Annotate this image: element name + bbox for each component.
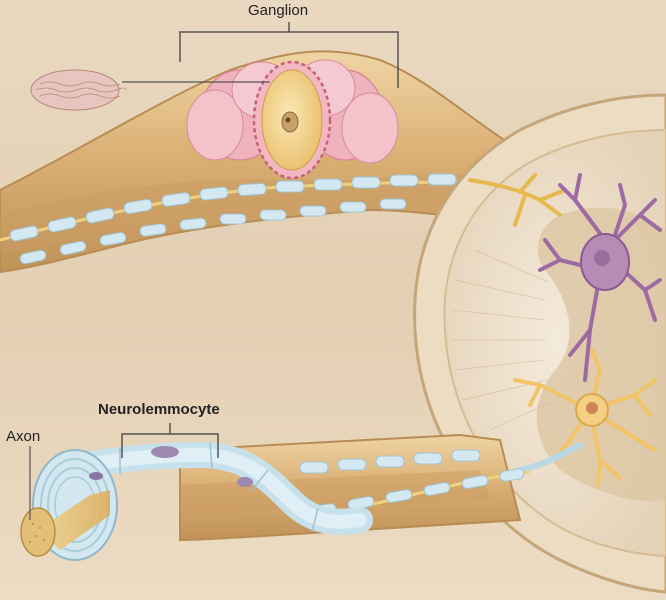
efferent-fiber	[517, 442, 583, 473]
sensory-axon-terminal	[468, 173, 567, 227]
neurolemmocyte-label: Neurolemmocyte	[98, 401, 220, 418]
myelinated-axon-detail	[47, 441, 373, 535]
ganglion-bracket	[179, 22, 399, 88]
neurolemmocyte-bracket	[121, 423, 219, 458]
ganglion-label: Ganglion	[248, 2, 309, 19]
motor-neuron	[538, 173, 662, 382]
ganglion-cluster	[186, 59, 399, 180]
axon-label: Axon	[6, 428, 41, 445]
upper-nerve-fibers	[0, 173, 501, 265]
axon-cross-section	[20, 446, 118, 561]
tissue-swatch	[30, 69, 270, 111]
